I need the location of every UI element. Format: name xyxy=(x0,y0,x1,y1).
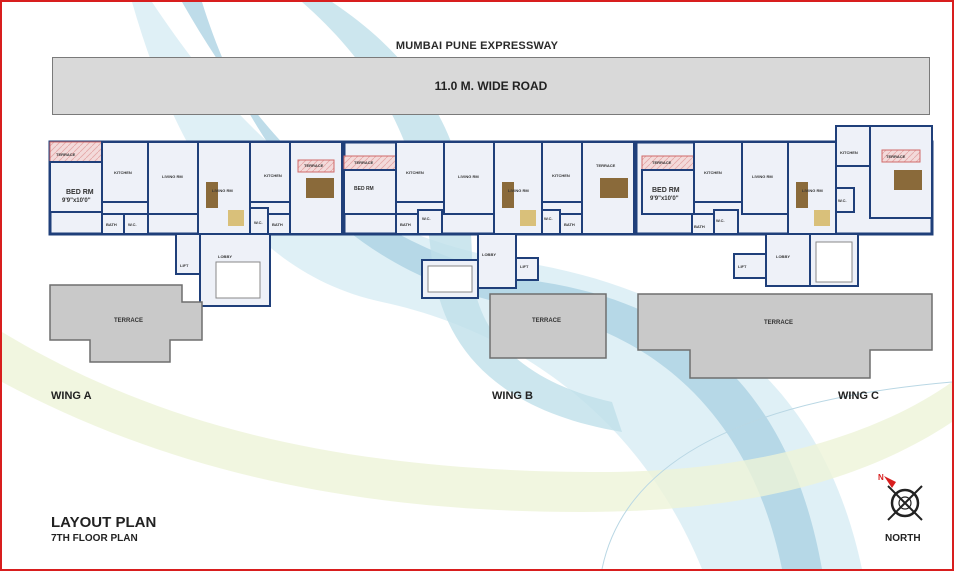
svg-text:TERRACE: TERRACE xyxy=(532,318,561,324)
svg-text:TERRACE: TERRACE xyxy=(596,163,616,168)
svg-text:TERRACE: TERRACE xyxy=(114,318,143,324)
svg-text:LIVING RM: LIVING RM xyxy=(508,188,529,193)
svg-text:LIFT: LIFT xyxy=(520,264,529,269)
svg-text:LIFT: LIFT xyxy=(180,263,189,268)
svg-text:KITCHEN: KITCHEN xyxy=(704,170,722,175)
svg-text:BATH: BATH xyxy=(272,222,283,227)
plan-title: LAYOUT PLAN xyxy=(51,514,157,531)
wing-a-plan: TERRACE BED RM 9'9"x10'0" KITCHEN LIVING… xyxy=(48,140,344,363)
svg-text:9'9"x10'0": 9'9"x10'0" xyxy=(650,196,679,202)
compass-icon: N xyxy=(878,473,923,521)
north-label: NORTH xyxy=(885,533,921,544)
svg-text:TERRACE: TERRACE xyxy=(652,160,672,165)
svg-text:LIVING RM: LIVING RM xyxy=(802,188,823,193)
svg-text:LOBBY: LOBBY xyxy=(218,254,232,259)
svg-text:TERRACE: TERRACE xyxy=(764,320,793,326)
plan-subtitle: 7TH FLOOR PLAN xyxy=(51,533,138,544)
svg-text:W.C.: W.C. xyxy=(544,216,553,221)
svg-text:LOBBY: LOBBY xyxy=(482,252,496,257)
wing-a-label: WING A xyxy=(51,390,92,402)
svg-text:LIVING RM: LIVING RM xyxy=(458,174,479,179)
svg-text:W.C.: W.C. xyxy=(128,222,137,227)
svg-text:BED RM: BED RM xyxy=(354,186,374,192)
wing-c-label: WING C xyxy=(838,390,879,402)
svg-text:KITCHEN: KITCHEN xyxy=(406,170,424,175)
svg-text:N: N xyxy=(878,473,884,482)
svg-text:LIVING RM: LIVING RM xyxy=(212,188,233,193)
svg-text:BED RM: BED RM xyxy=(66,189,94,196)
svg-text:W.C.: W.C. xyxy=(838,198,847,203)
svg-text:KITCHEN: KITCHEN xyxy=(114,170,132,175)
road-strip: 11.0 M. WIDE ROAD xyxy=(52,57,930,115)
wing-b-plan: TERRACE BED RM KITCHEN LIVING RM LIVING … xyxy=(342,140,636,359)
svg-text:TERRACE: TERRACE xyxy=(304,163,324,168)
svg-text:BATH: BATH xyxy=(694,224,705,229)
svg-text:BATH: BATH xyxy=(564,222,575,227)
wing-b-label: WING B xyxy=(492,390,533,402)
road-label: 11.0 M. WIDE ROAD xyxy=(434,79,548,93)
svg-text:LIVING RM: LIVING RM xyxy=(162,174,183,179)
svg-text:TERRACE: TERRACE xyxy=(354,160,374,165)
svg-text:W.C.: W.C. xyxy=(716,218,725,223)
svg-text:TERRACE: TERRACE xyxy=(886,154,906,159)
svg-text:W.C.: W.C. xyxy=(254,220,263,225)
svg-text:KITCHEN: KITCHEN xyxy=(552,173,570,178)
svg-text:9'9"x10'0": 9'9"x10'0" xyxy=(62,198,91,204)
svg-text:LOBBY: LOBBY xyxy=(776,254,790,259)
svg-text:LIFT: LIFT xyxy=(738,264,747,269)
svg-text:TERRACE: TERRACE xyxy=(56,152,76,157)
svg-text:BATH: BATH xyxy=(400,222,411,227)
svg-text:BED RM: BED RM xyxy=(652,187,680,194)
expressway-label: MUMBAI PUNE EXPRESSWAY xyxy=(395,40,559,52)
svg-text:KITCHEN: KITCHEN xyxy=(840,150,858,155)
svg-text:KITCHEN: KITCHEN xyxy=(264,173,282,178)
svg-text:LIVING RM: LIVING RM xyxy=(752,174,773,179)
svg-text:BATH: BATH xyxy=(106,222,117,227)
wing-c-plan: TERRACE BED RM 9'9"x10'0" KITCHEN LIVING… xyxy=(634,125,934,379)
svg-text:W.C.: W.C. xyxy=(422,216,431,221)
